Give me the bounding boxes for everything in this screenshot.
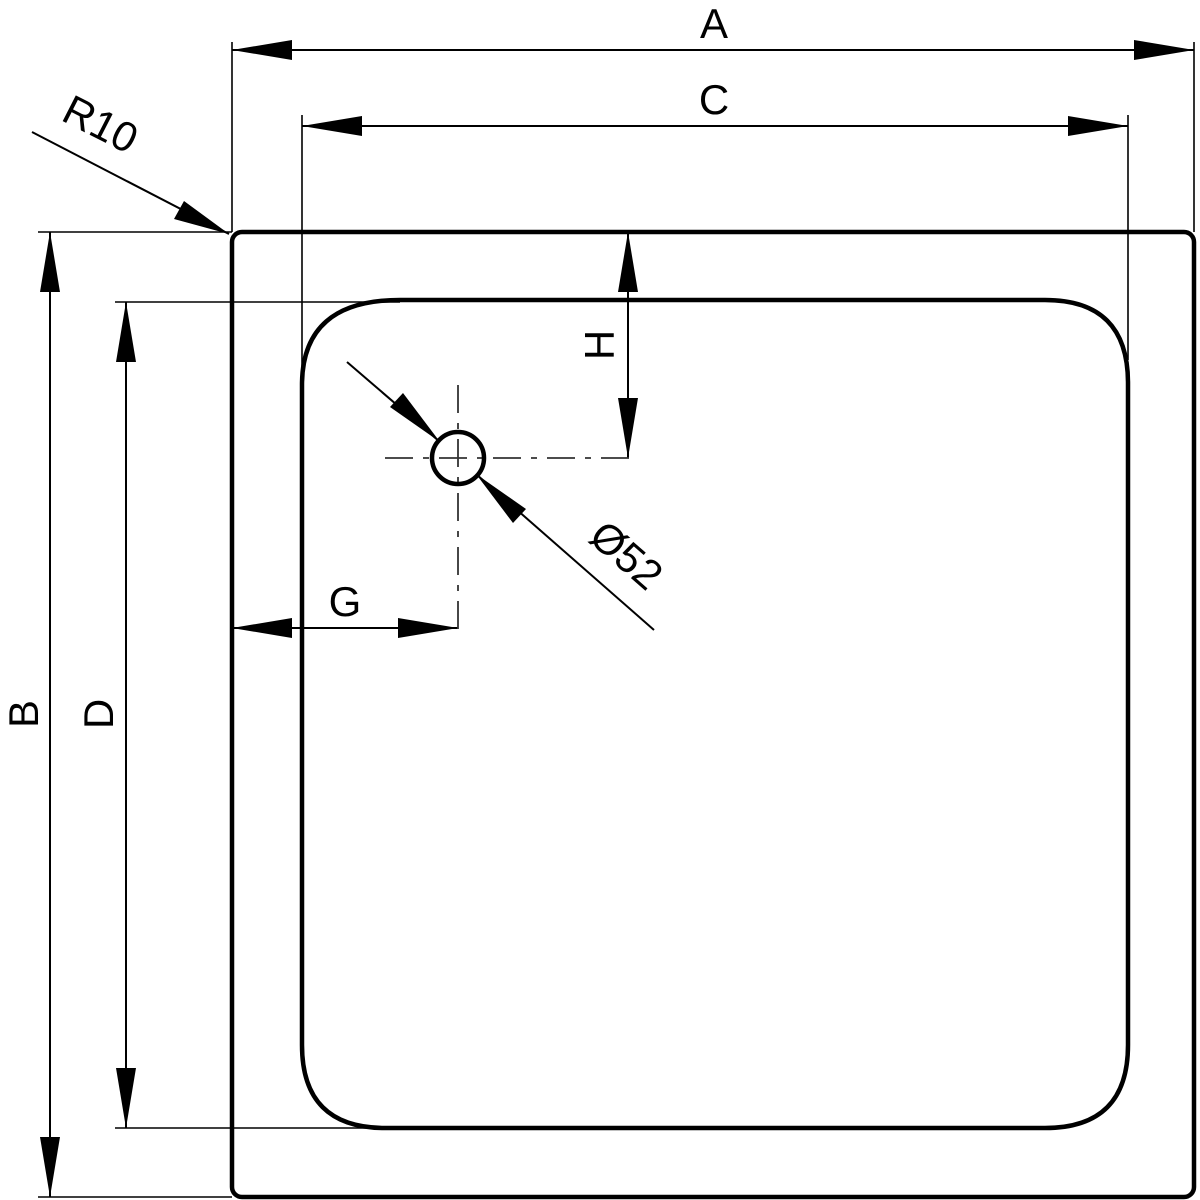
drain-center-lines — [385, 385, 636, 632]
dimension-a: A — [232, 0, 1194, 60]
dimension-a-label: A — [700, 0, 728, 47]
tray-inner-basin — [299, 297, 1131, 1131]
dimension-c: C — [302, 76, 1128, 136]
drain-diameter-label: Ø52 — [581, 511, 672, 599]
dimension-b-label: B — [0, 700, 47, 728]
dimension-h: H — [576, 232, 638, 458]
dimension-c-label: C — [699, 76, 729, 123]
corner-radius-leader: R10 — [31, 86, 230, 235]
drain-hole-circle — [429, 429, 487, 487]
dimension-d: D — [75, 302, 136, 1128]
dimension-h-label: H — [576, 330, 623, 360]
extension-lines — [38, 42, 1195, 1198]
dimension-g-label: G — [329, 578, 362, 625]
dimension-d-label: D — [75, 699, 122, 729]
dimension-g: G — [232, 578, 458, 638]
tray-outer-outline — [229, 229, 1197, 1200]
dimension-b: B — [0, 232, 60, 1197]
